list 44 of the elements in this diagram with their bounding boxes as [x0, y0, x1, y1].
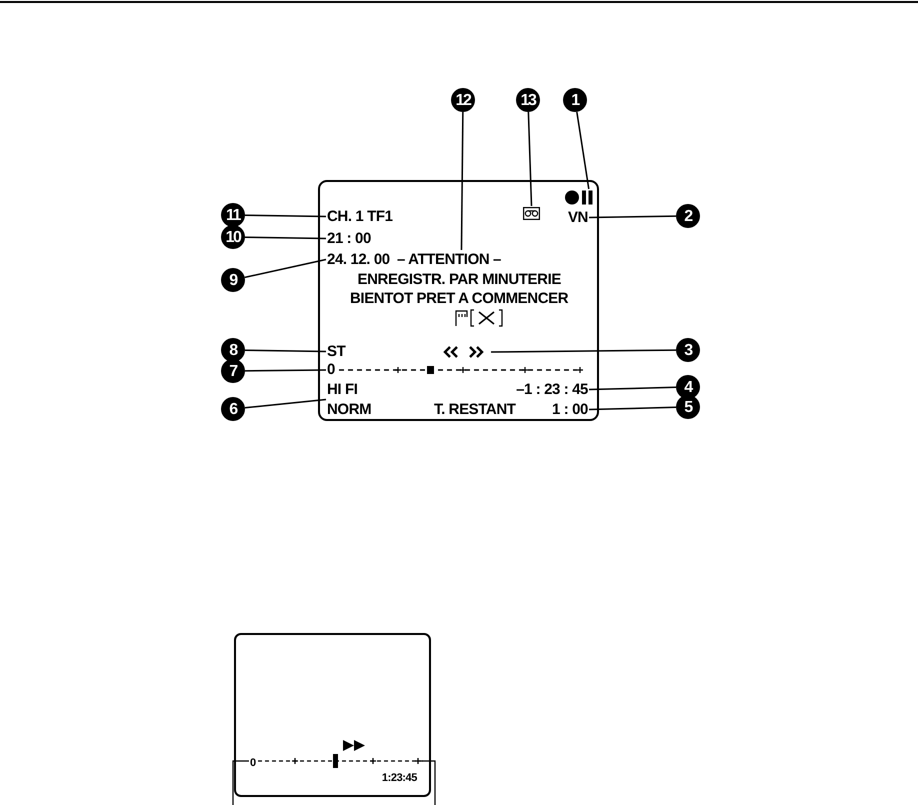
leader-line [244, 258, 326, 278]
leader-line [528, 112, 532, 206]
screen-text: ENREGISTR. PAR MINUTERIE [358, 271, 561, 288]
callout-number: 3 [676, 338, 700, 362]
callout-number: 6 [221, 397, 245, 421]
callout-number: 11 [221, 203, 245, 227]
leader-line [244, 349, 326, 352]
leader-line [460, 112, 464, 250]
indicator-text: NORM [327, 401, 372, 418]
leader-line [588, 406, 676, 410]
leader-line [244, 236, 326, 240]
callout-number: 12 [451, 88, 475, 112]
leader-line [244, 214, 326, 218]
leader-line [588, 215, 676, 218]
leader-line [245, 369, 326, 372]
callout-number: 8 [221, 338, 245, 362]
indicator-text: 24. 12. 00 [327, 251, 390, 268]
screen-display [318, 180, 599, 421]
indicator-text: HI FI [327, 381, 358, 398]
callout-number: 1 [563, 88, 587, 112]
callout-number: 4 [676, 375, 700, 399]
indicator-text: –1 : 23 : 45 [516, 381, 588, 398]
indicator-text: 1 : 00 [552, 401, 588, 418]
indicator-text: 21 : 00 [327, 230, 371, 247]
scale-start-label: 0 [327, 361, 335, 378]
callout-number: 13 [516, 88, 540, 112]
leader-line [491, 349, 676, 353]
callout-number: 9 [221, 268, 245, 292]
screen-display [234, 633, 431, 797]
callout-number: 2 [676, 204, 700, 228]
indicator-text: CH. 1 TF1 [327, 208, 393, 225]
indicator-text: VN [568, 209, 588, 226]
indicator-text: ST [327, 343, 346, 360]
callout-number: 7 [221, 359, 245, 383]
screen-text: 0 [250, 756, 256, 771]
leader-line [244, 398, 326, 409]
callout-number: 5 [676, 395, 700, 419]
indicator-text: – ATTENTION – [397, 251, 501, 268]
screen-text: 1:23:45 [382, 771, 417, 786]
screen-text: T. RESTANT [434, 401, 516, 418]
callout-number: 10 [221, 225, 245, 249]
leader-line [576, 112, 590, 190]
screen-text: BIENTOT PRET A COMMENCER [350, 290, 568, 307]
leader-line [588, 386, 676, 390]
